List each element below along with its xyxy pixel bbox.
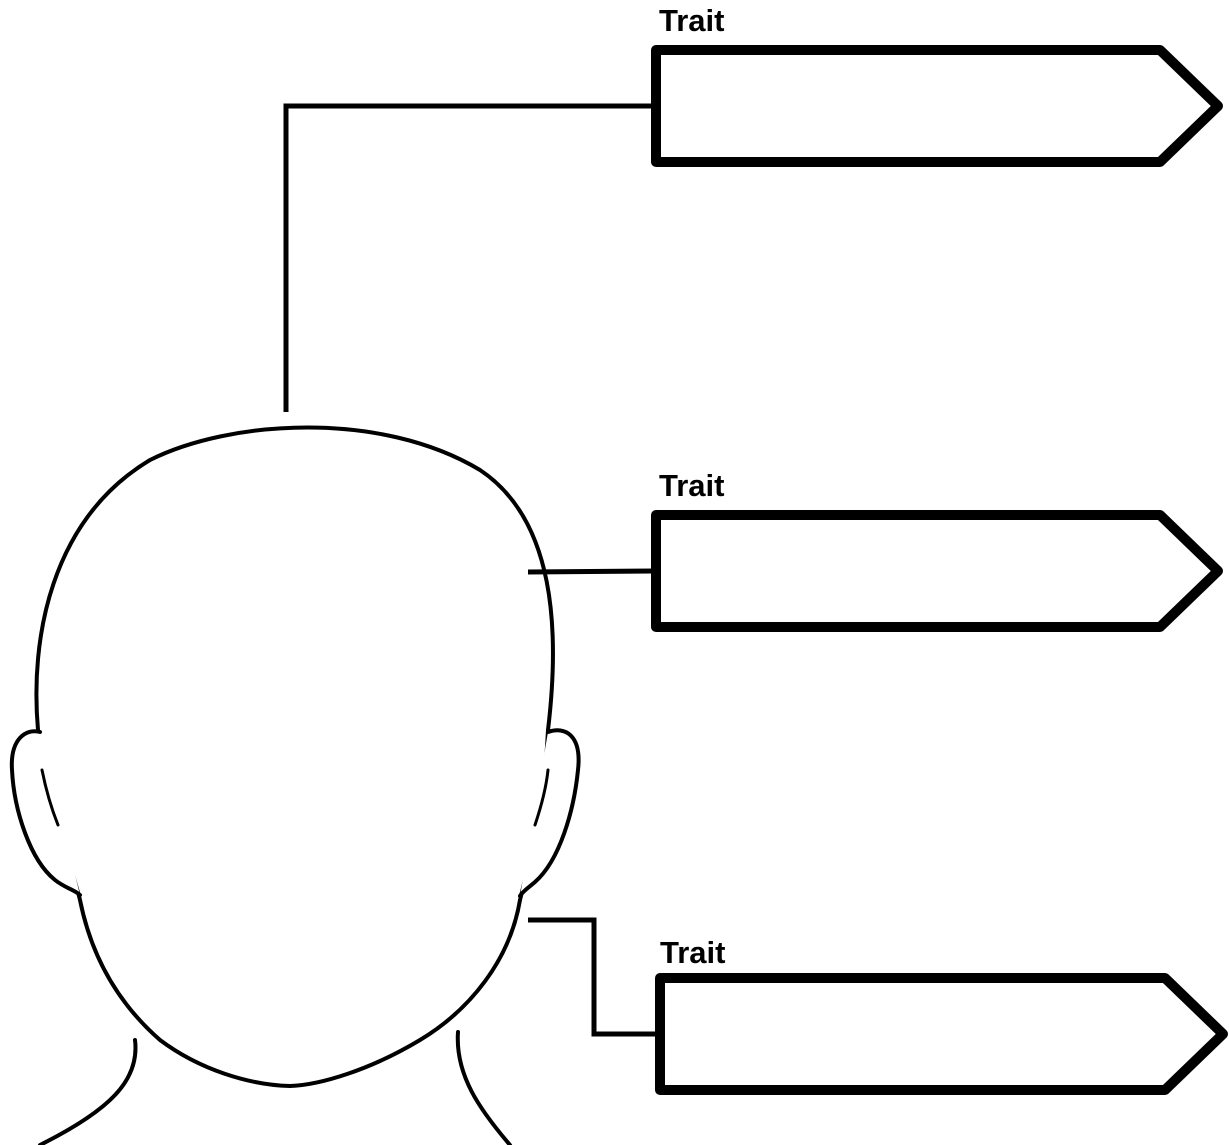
left-ear-inner xyxy=(40,768,60,827)
trait-label-2: Trait xyxy=(659,468,725,503)
connector-line-2 xyxy=(527,568,657,575)
left-ear xyxy=(9,729,82,897)
connector-line-1 xyxy=(283,103,656,412)
neck-right xyxy=(455,1030,512,1145)
head-shape xyxy=(34,425,555,1088)
trait-label-1: Trait xyxy=(659,3,725,38)
trait-box-1[interactable] xyxy=(651,45,1223,167)
head-outline-icon xyxy=(9,425,581,1145)
connector-line-3 xyxy=(528,917,660,1037)
trait-boxes xyxy=(651,45,1228,1095)
trait-box-3[interactable] xyxy=(655,973,1228,1095)
trait-box-2[interactable] xyxy=(651,510,1223,632)
right-ear-inner xyxy=(533,768,550,827)
trait-label-3: Trait xyxy=(660,935,726,970)
connectors xyxy=(283,103,660,1037)
right-ear xyxy=(518,728,581,898)
neck-left xyxy=(38,1038,138,1145)
